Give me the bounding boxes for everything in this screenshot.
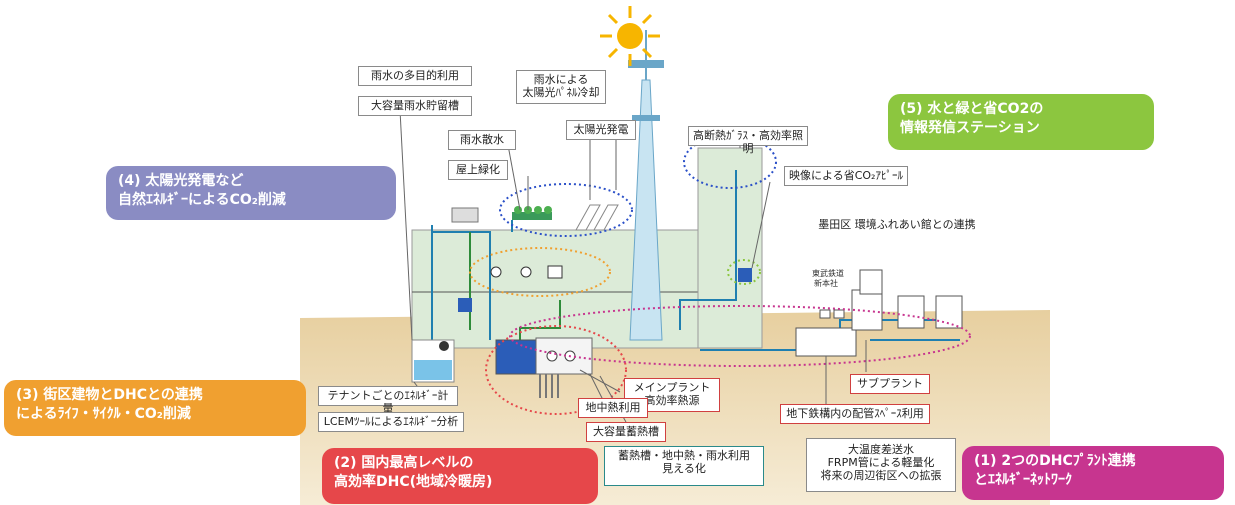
- video-appeal-label: 映像による省CO₂ｱﾋﾟｰﾙ: [784, 166, 908, 186]
- banner-5: (5) 水と緑と省CO2の 情報発信ステーション: [888, 94, 1154, 150]
- plant-ellipse: [485, 325, 627, 415]
- banner-3: (3) 街区建物とDHCとの連携 によるﾗｲﾌ・ｻｲｸﾙ・CO₂削減: [4, 380, 306, 436]
- subway-label: 地下鉄構内の配管ｽﾍﾟｰｽ利用: [780, 404, 930, 424]
- building-tower-block: [697, 147, 763, 349]
- meter-ellipse: [469, 247, 611, 297]
- visible-label: 蓄熱槽・地中熱・雨水利用 見える化: [604, 446, 764, 486]
- glass-light-label: 高断熱ｶﾞﾗｽ・高効率照明: [688, 126, 808, 155]
- rain-sprinkle-label: 雨水散水: [448, 130, 516, 150]
- roof-green-label: 屋上緑化: [448, 160, 508, 180]
- banner-2: (2) 国内最高レベルの 高効率DHC(地域冷暖房): [322, 448, 598, 504]
- sumida-label: 墨田区 環境ふれあい館との連携: [818, 218, 976, 231]
- frpm-label: 大温度差送水 FRPM管による軽量化 将来の周辺街区への拡張: [806, 438, 956, 492]
- rain-tank-label: 大容量雨水貯留槽: [358, 96, 472, 116]
- lcem-label: LCEMﾂｰﾙによるｴﾈﾙｷﾞｰ分析: [318, 412, 464, 432]
- info-panel-icon: [458, 268, 752, 312]
- rain-multi-label: 雨水の多目的利用: [358, 66, 472, 86]
- solar-panel-icon: [575, 204, 619, 231]
- tenant-meter-label: テナントごとのｴﾈﾙｷﾞｰ計量: [318, 386, 458, 415]
- network-ellipse: [509, 305, 971, 367]
- tobu-label: 東武鉄道新本社: [812, 268, 844, 288]
- sub-plant-label: サブプラント: [850, 374, 930, 394]
- storage-tank: [495, 337, 593, 398]
- substation-icon: [795, 269, 963, 357]
- leader-lines: [399, 109, 867, 423]
- video-ellipse: [727, 259, 761, 285]
- storage-label: 大容量蓄熱槽: [586, 422, 666, 442]
- meter-icon: [490, 265, 563, 279]
- tower-icon: [628, 30, 664, 341]
- geothermal-label: 地中熱利用: [578, 398, 648, 418]
- roof-garden-icon: [512, 206, 552, 220]
- solar-power-label: 太陽光発電: [566, 120, 636, 140]
- sun-icon: [600, 6, 660, 66]
- pump-icon: [439, 341, 449, 351]
- tower-ellipse: [683, 135, 777, 189]
- banner-1: (1) 2つのDHCﾌﾟﾗﾝﾄ連携 とｴﾈﾙｷﾞｰﾈｯﾄﾜｰｸ: [962, 446, 1224, 500]
- rain-cooling-label: 雨水による 太陽光ﾊﾟﾈﾙ冷却: [516, 70, 606, 104]
- rain-tank-icon: [411, 339, 455, 383]
- roof-unit: [451, 207, 479, 223]
- roof-ellipse: [499, 183, 633, 237]
- banner-4: (4) 太陽光発電など 自然ｴﾈﾙｷﾞｰによるCO₂削減: [106, 166, 396, 220]
